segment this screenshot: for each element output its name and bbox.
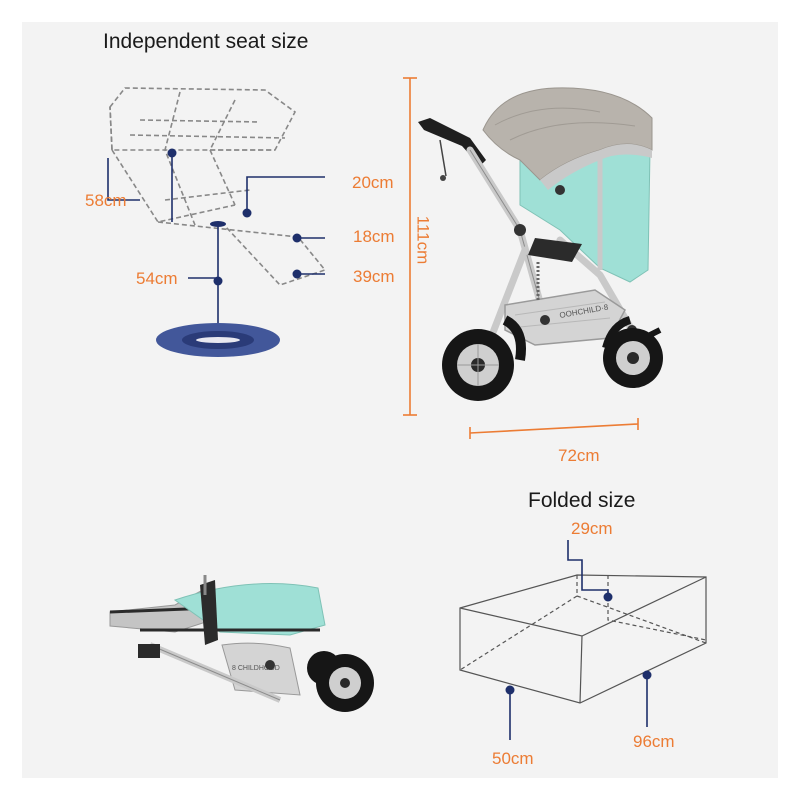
stroller-dimension-lines — [403, 77, 639, 439]
marker-dot-39 — [292, 269, 302, 279]
svg-text:8 CHILDHOOD: 8 CHILDHOOD — [232, 665, 280, 672]
folded-dimension-29: 29cm — [571, 519, 613, 538]
seat-wireframe-diagram — [109, 87, 327, 286]
folded-box-diagram — [459, 574, 707, 704]
seat-dimension-20: 20cm — [352, 173, 394, 192]
folded-dimension-96: 96cm — [633, 732, 675, 751]
folded-dimension-50: 50cm — [492, 749, 534, 768]
stroller-illustration: OOHCHILD·8 — [418, 87, 663, 401]
folded-leader-lines — [509, 540, 648, 740]
seat-dimension-markers — [167, 148, 302, 286]
marker-dot-20 — [242, 208, 252, 218]
marker-dot-29 — [603, 592, 613, 602]
seat-leader-lines — [107, 153, 325, 340]
stroller-length-label: 72cm — [558, 446, 600, 465]
marker-dot-50 — [505, 685, 515, 695]
seat-dimension-18: 18cm — [353, 227, 395, 246]
folded-size-heading: Folded size — [528, 489, 636, 512]
seat-dimension-54: 54cm — [136, 269, 178, 288]
marker-dot-96 — [642, 670, 652, 680]
seat-dimension-39: 39cm — [353, 267, 395, 286]
seat-dimension-58: 58cm — [85, 191, 127, 210]
marker-dot-54 — [213, 276, 223, 286]
marker-dot-18 — [292, 233, 302, 243]
seat-size-heading: Independent seat size — [103, 30, 309, 53]
stroller-height-label: 111cm — [413, 215, 433, 265]
folded-dimension-markers — [505, 592, 652, 695]
marker-dot-58 — [167, 148, 177, 158]
folded-stroller-illustration: 8 CHILDHOOD — [109, 575, 374, 712]
seat-floor-shadow — [156, 323, 280, 357]
seat-base-disc — [210, 221, 226, 227]
